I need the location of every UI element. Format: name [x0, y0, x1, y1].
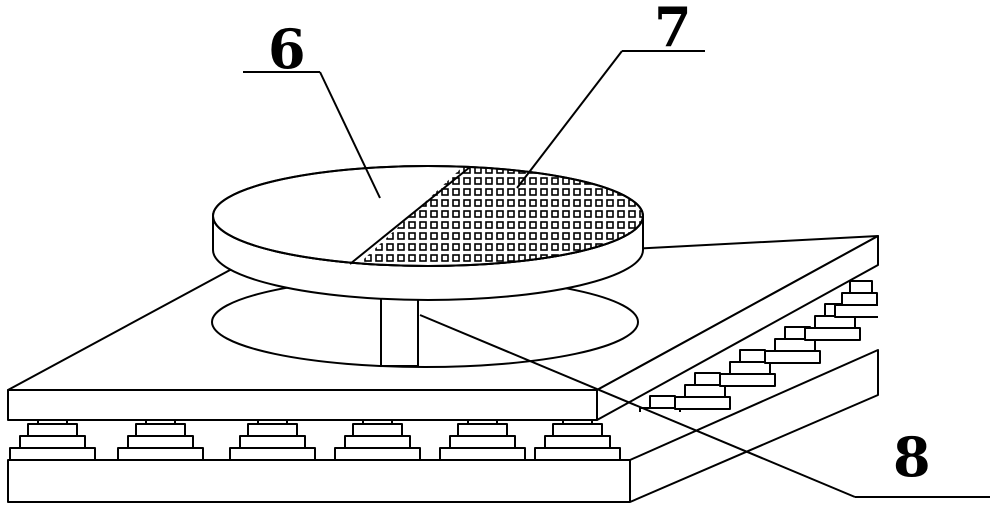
upper-plate-front-face: [8, 390, 597, 420]
rotating-disc: [213, 160, 650, 300]
front-support-stacks: [10, 418, 620, 460]
side-stack: [835, 281, 880, 317]
callout-7: 7: [654, 0, 692, 59]
front-stack-3: [230, 418, 315, 460]
leader-7: [517, 51, 622, 188]
front-stack-1: [10, 418, 95, 460]
callout-8: 8: [893, 425, 931, 489]
front-stack-4: [335, 418, 420, 460]
front-stack-5: [440, 418, 525, 460]
callout-6: 6: [268, 17, 306, 81]
front-stack-6: [535, 418, 620, 460]
front-stack-2: [118, 418, 203, 460]
